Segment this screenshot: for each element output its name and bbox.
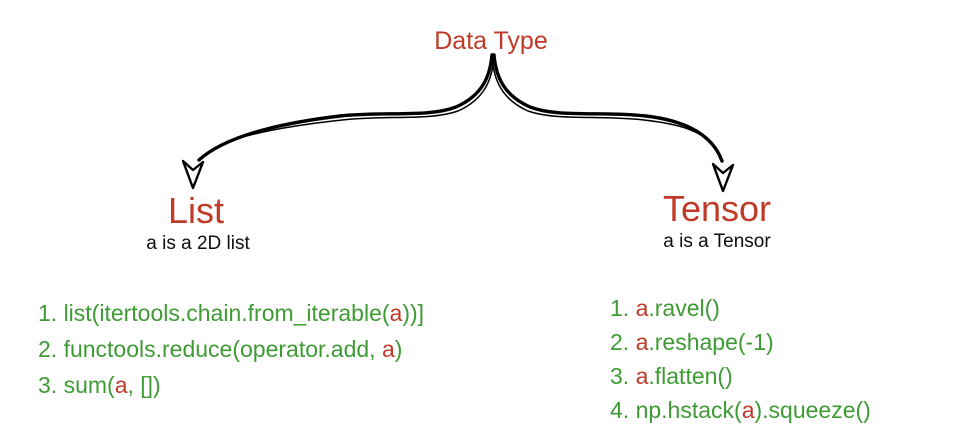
- code-segment: 1.: [610, 295, 636, 321]
- code-segment: a: [635, 363, 649, 389]
- code-segment: .reshape(-1): [648, 329, 774, 355]
- branch-heading-list: List: [167, 190, 225, 231]
- code-segment: 2. functools.reduce(operator.add,: [38, 336, 382, 362]
- code-line: 1. list(itertools.chain.from_iterable(a)…: [38, 295, 424, 331]
- code-line: 3. a.flatten(): [610, 359, 871, 393]
- code-segment: 3.: [610, 363, 636, 389]
- branch-curve-left: [197, 53, 494, 162]
- code-segment: .flatten(): [648, 363, 733, 389]
- code-segment: .ravel(): [648, 295, 720, 321]
- code-segment: a: [635, 329, 649, 355]
- code-segment: a: [635, 295, 649, 321]
- branch-curve-left-echo: [229, 57, 495, 142]
- code-segment: ))]: [402, 300, 425, 326]
- code-line: 3. sum(a, []): [38, 367, 424, 403]
- code-segment: a: [741, 397, 755, 423]
- code-line: 1. a.ravel(): [610, 291, 871, 325]
- arrowhead-left-icon: [181, 159, 205, 190]
- root-node-label: Data Type: [434, 27, 548, 55]
- code-segment: ): [394, 336, 403, 362]
- code-segment: 3. sum(: [38, 372, 115, 398]
- code-segment: 2.: [610, 329, 636, 355]
- code-segment: a: [389, 300, 403, 326]
- branch-curve-right-echo: [491, 57, 714, 146]
- branch-curve-right: [492, 53, 724, 163]
- branch-subtitle-tensor: a is a Tensor: [663, 231, 771, 252]
- branch-subtitle-list: a is a 2D list: [146, 233, 250, 254]
- arrowhead-right-icon: [711, 162, 735, 193]
- code-line: 2. functools.reduce(operator.add, a): [38, 331, 424, 367]
- code-segment: 1. list(itertools.chain.from_iterable(: [38, 300, 390, 326]
- code-segment: , []): [127, 372, 161, 398]
- list-methods: 1. list(itertools.chain.from_iterable(a)…: [38, 295, 424, 403]
- code-line: 4. np.hstack(a).squeeze(): [610, 393, 871, 427]
- code-segment: ).squeeze(): [754, 397, 871, 423]
- tensor-methods: 1. a.ravel() 2. a.reshape(-1) 3. a.flatt…: [610, 291, 871, 427]
- code-segment: 4. np.hstack(: [610, 397, 742, 423]
- branch-heading-tensor: Tensor: [662, 188, 772, 229]
- code-segment: a: [114, 372, 128, 398]
- code-segment: a: [381, 336, 395, 362]
- code-line: 2. a.reshape(-1): [610, 325, 871, 359]
